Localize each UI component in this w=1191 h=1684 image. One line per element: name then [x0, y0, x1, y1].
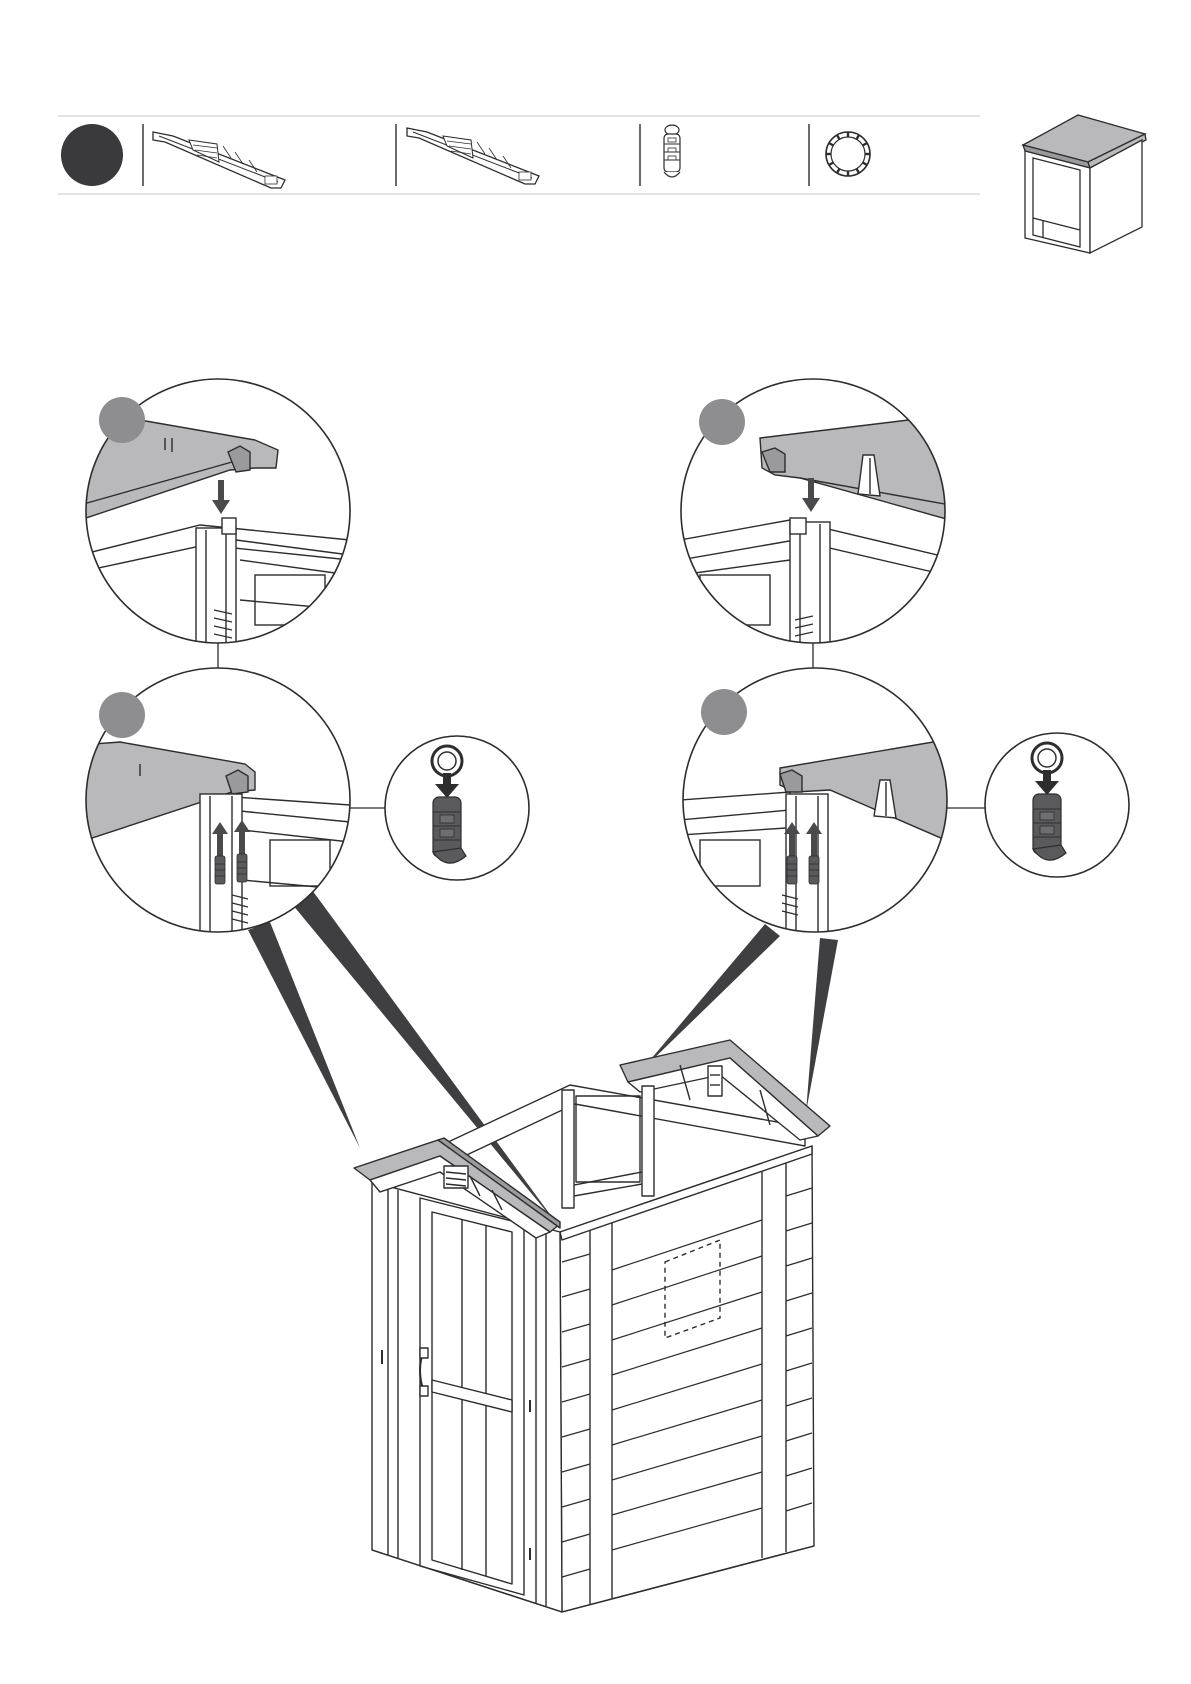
shed-orientation-icon [1023, 115, 1146, 253]
detail-2 [680, 379, 950, 660]
ribbed-peg-icon [664, 125, 680, 177]
parts-strip [58, 116, 980, 194]
callout-badge-4 [701, 689, 747, 735]
gable-truss-left-icon [153, 132, 285, 188]
toothed-ring-icon [826, 132, 870, 176]
step-badge [61, 124, 123, 186]
peg-ring-detail-right [985, 733, 1129, 877]
shed-assembly-icon [354, 1040, 830, 1612]
detail-1 [80, 379, 350, 660]
detail-4 [680, 668, 950, 950]
callout-badge-1 [99, 397, 145, 443]
peg-ring-detail-left [385, 736, 529, 880]
gable-truss-right-icon [407, 128, 539, 184]
callout-badge-2 [699, 399, 745, 445]
callout-badge-3 [99, 692, 145, 738]
